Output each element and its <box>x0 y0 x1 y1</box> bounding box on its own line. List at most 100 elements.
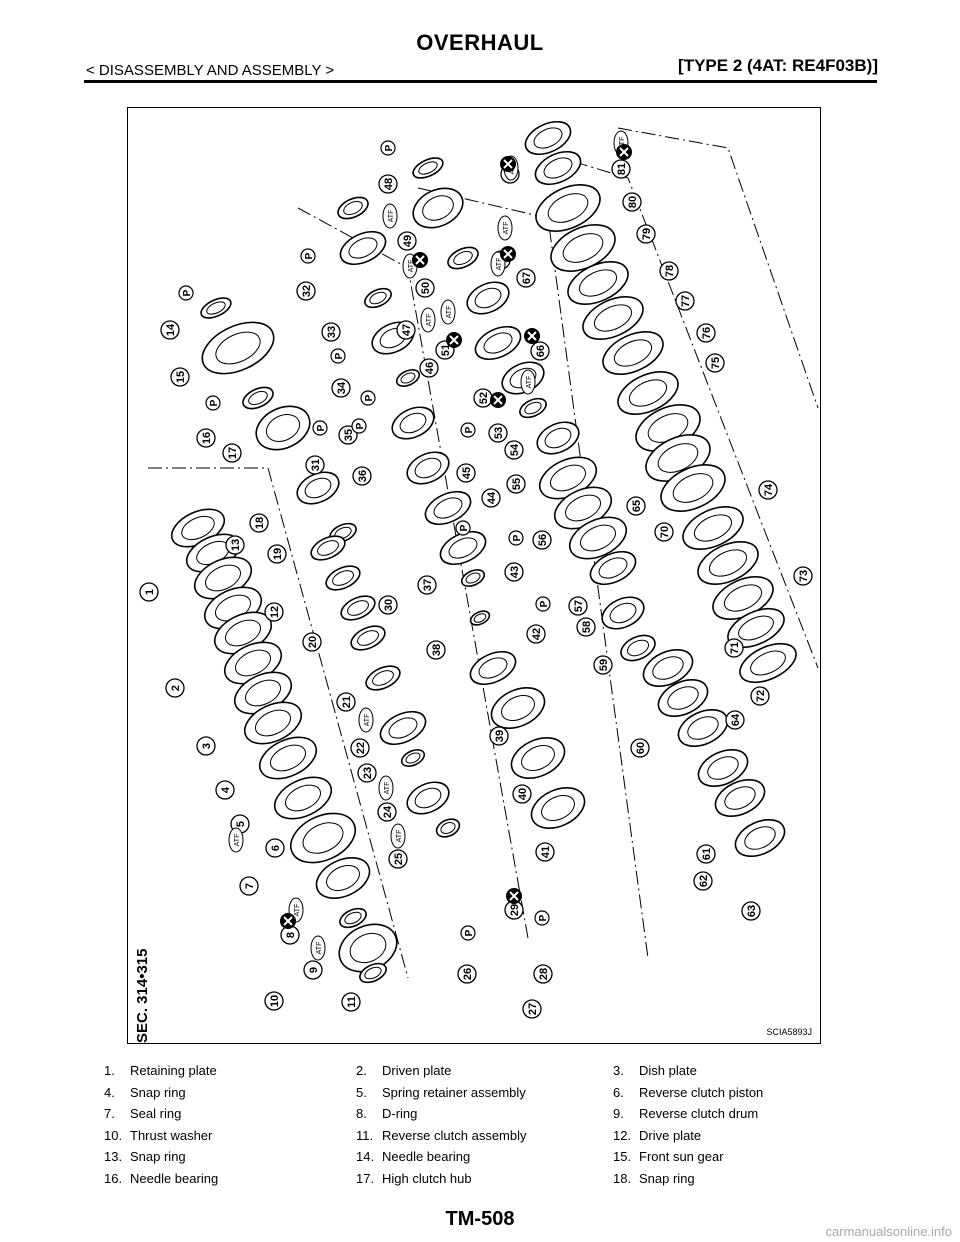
petroleum-jelly-symbol: P <box>178 285 194 301</box>
part-callout: 26 <box>457 964 477 984</box>
exploded-part <box>490 687 546 729</box>
svg-text:43: 43 <box>509 566 521 578</box>
petroleum-jelly-symbol: P <box>455 520 471 536</box>
part-callout: 6 <box>265 838 285 858</box>
part-callout: 29 <box>504 900 524 920</box>
exploded-part <box>530 787 586 829</box>
svg-text:57: 57 <box>573 600 585 612</box>
part-callout: 79 <box>636 224 656 244</box>
svg-text:81: 81 <box>616 163 628 175</box>
part-callout: 39 <box>489 726 509 746</box>
exploded-part <box>242 386 274 410</box>
exploded-part <box>310 535 346 561</box>
exploded-part <box>359 962 387 984</box>
part-callout: 45 <box>456 463 476 483</box>
petroleum-jelly-symbol: P <box>351 418 367 434</box>
svg-text:P: P <box>539 600 550 607</box>
svg-text:ATF: ATF <box>384 782 391 795</box>
svg-text:14: 14 <box>165 323 177 336</box>
petroleum-jelly-symbol: P <box>460 925 476 941</box>
svg-text:44: 44 <box>486 491 498 504</box>
svg-text:64: 64 <box>730 713 742 726</box>
svg-text:P: P <box>464 426 475 433</box>
exploded-part <box>677 709 729 747</box>
exploded-part <box>200 297 232 319</box>
part-callout: 12 <box>264 602 284 622</box>
svg-text:63: 63 <box>746 905 758 917</box>
svg-text:45: 45 <box>461 467 473 479</box>
svg-text:ATF: ATF <box>446 306 453 319</box>
parts-legend: 1.Retaining plate 2.Driven plate 3.Dish … <box>104 1060 864 1189</box>
svg-text:56: 56 <box>537 534 549 546</box>
svg-text:78: 78 <box>664 265 676 277</box>
exploded-part <box>258 736 318 780</box>
svg-text:65: 65 <box>631 500 643 512</box>
svg-text:ATF: ATF <box>388 210 395 223</box>
exploded-part <box>536 421 580 455</box>
legend-row: 1.Retaining plate 2.Driven plate 3.Dish … <box>104 1060 864 1082</box>
svg-text:25: 25 <box>393 853 405 865</box>
svg-text:23: 23 <box>362 767 374 779</box>
legend-row: 7.Seal ring 8.D-ring 9.Reverse clutch dr… <box>104 1103 864 1125</box>
part-callout: 80 <box>622 192 642 212</box>
part-callout: 50 <box>415 278 435 298</box>
part-callout: 73 <box>793 566 813 586</box>
part-callout: 38 <box>426 640 446 660</box>
part-callout: 46 <box>419 358 439 378</box>
exploded-part <box>642 649 694 687</box>
svg-text:ATF: ATF <box>503 222 510 235</box>
page-title: OVERHAUL <box>416 30 544 55</box>
part-callout: 30 <box>378 595 398 615</box>
legend-item: 4.Snap ring <box>104 1084 186 1100</box>
petroleum-jelly-symbol: P <box>508 530 524 546</box>
svg-text:62: 62 <box>698 875 710 887</box>
do-not-reuse-symbol <box>506 888 522 904</box>
part-callout: 35 <box>338 425 358 445</box>
svg-text:38: 38 <box>431 644 443 656</box>
svg-text:49: 49 <box>402 235 414 247</box>
exploded-part <box>535 184 601 232</box>
legend-item: 18.Snap ring <box>613 1170 695 1186</box>
exploded-part <box>243 701 303 745</box>
svg-text:P: P <box>538 914 549 921</box>
svg-text:3: 3 <box>201 743 213 749</box>
exploded-part <box>412 157 444 179</box>
part-callout: 40 <box>512 784 532 804</box>
part-callout: 22 <box>350 738 370 758</box>
part-callout: 77 <box>675 291 695 311</box>
exploded-part <box>734 819 786 857</box>
exploded-part <box>350 625 386 651</box>
part-callout: 67 <box>516 268 536 288</box>
part-callout: 59 <box>593 655 613 675</box>
part-callout: 42 <box>526 624 546 644</box>
legend-item: 14.Needle bearing <box>356 1149 471 1165</box>
atf-symbol: ATF <box>497 215 513 241</box>
svg-text:ATF: ATF <box>619 137 626 150</box>
svg-text:21: 21 <box>341 696 353 708</box>
svg-text:54: 54 <box>509 443 521 456</box>
svg-text:74: 74 <box>763 483 775 496</box>
svg-text:11: 11 <box>346 996 358 1008</box>
legend-item: 9.Reverse clutch drum <box>613 1106 759 1122</box>
exploded-part <box>337 196 369 220</box>
do-not-reuse-symbol <box>412 252 428 268</box>
section-guide-line <box>617 127 819 409</box>
svg-text:9: 9 <box>308 967 320 973</box>
part-callout: 74 <box>758 480 778 500</box>
svg-text:59: 59 <box>598 659 610 671</box>
svg-text:79: 79 <box>641 228 653 240</box>
svg-text:P: P <box>459 524 470 531</box>
exploded-part <box>395 369 421 387</box>
part-callout: 63 <box>741 901 761 921</box>
exploded-part <box>201 321 275 375</box>
exploded-part <box>447 246 479 270</box>
exploded-part <box>255 405 311 451</box>
svg-text:ATF: ATF <box>426 314 433 327</box>
part-callout: 16 <box>196 428 216 448</box>
do-not-reuse-symbol <box>500 246 516 262</box>
part-callout: 66 <box>530 341 550 361</box>
legend-item: 11.Reverse clutch assembly <box>356 1127 527 1143</box>
exploded-part <box>534 150 582 186</box>
svg-text:42: 42 <box>531 628 543 640</box>
